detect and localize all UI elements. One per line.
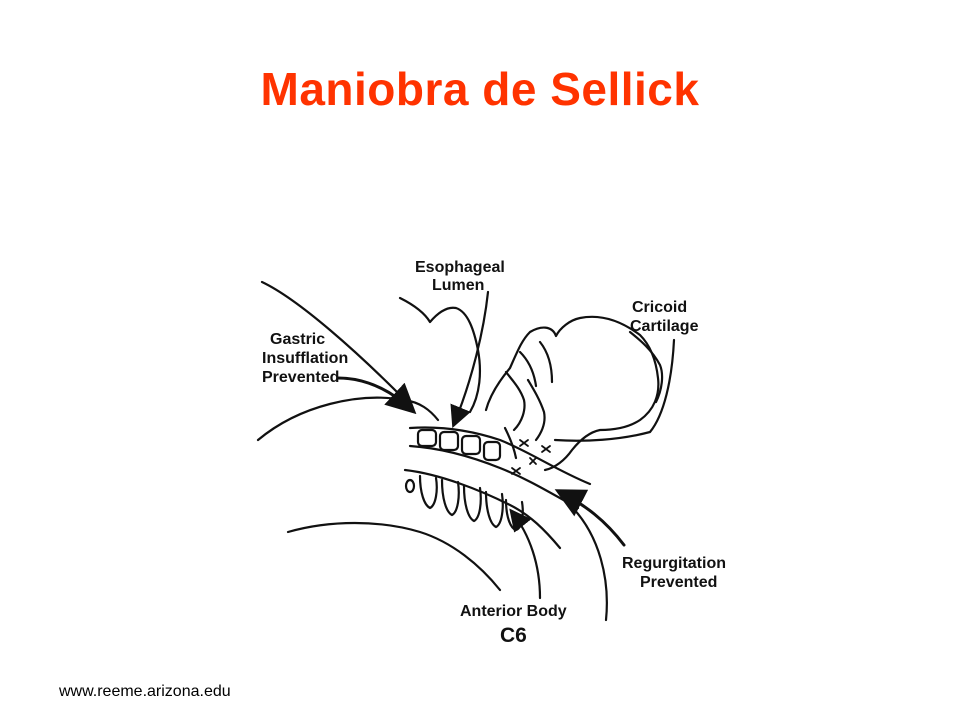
cricoid-cartilage-leader <box>553 338 676 442</box>
esophageal-lumen-leader <box>450 290 490 429</box>
label-cricoid-line1: Cricoid <box>632 299 687 316</box>
label-cricoid-line2: Cartilage <box>630 318 699 335</box>
trachea-wall <box>403 468 562 550</box>
finger-2 <box>538 340 554 384</box>
neck-contour-lower <box>286 521 502 592</box>
label-anterior-body-line1: Anterior Body <box>460 603 567 620</box>
neck-contour-upper <box>256 396 440 442</box>
slide-title: Maniobra de Sellick <box>260 63 700 115</box>
vertebral-bodies <box>404 474 524 532</box>
neck-contour-right <box>568 503 608 622</box>
finger-bend <box>526 378 546 442</box>
fingertip-press <box>503 426 518 460</box>
finger-1 <box>518 350 538 388</box>
cartilage-rings <box>416 428 502 462</box>
label-esophageal-lumen-line2: Lumen <box>432 277 484 294</box>
label-regurgitation-line1: Regurgitation <box>622 555 726 572</box>
compression-marks <box>511 439 551 475</box>
anterior-body-leader <box>509 508 542 600</box>
chin-contour <box>398 296 482 414</box>
label-gastric-line1: Gastric <box>270 331 325 348</box>
hand-glove-outline <box>484 315 660 472</box>
esophagus-upper-wall <box>408 426 592 486</box>
label-gastric-line3: Prevented <box>262 369 339 386</box>
gastric-insufflation-arrow <box>336 376 417 415</box>
thumb <box>504 370 526 432</box>
glove-cuff <box>628 330 664 404</box>
source-url: www.reeme.arizona.edu <box>59 683 231 700</box>
label-anterior-body-line2: C6 <box>500 624 527 647</box>
label-regurgitation-line2: Prevented <box>640 574 717 591</box>
label-gastric-line2: Insufflation <box>262 350 348 367</box>
head-contour <box>260 280 402 397</box>
regurgitation-arrow <box>554 489 626 547</box>
label-esophageal-lumen-line1: Esophageal <box>415 259 505 276</box>
